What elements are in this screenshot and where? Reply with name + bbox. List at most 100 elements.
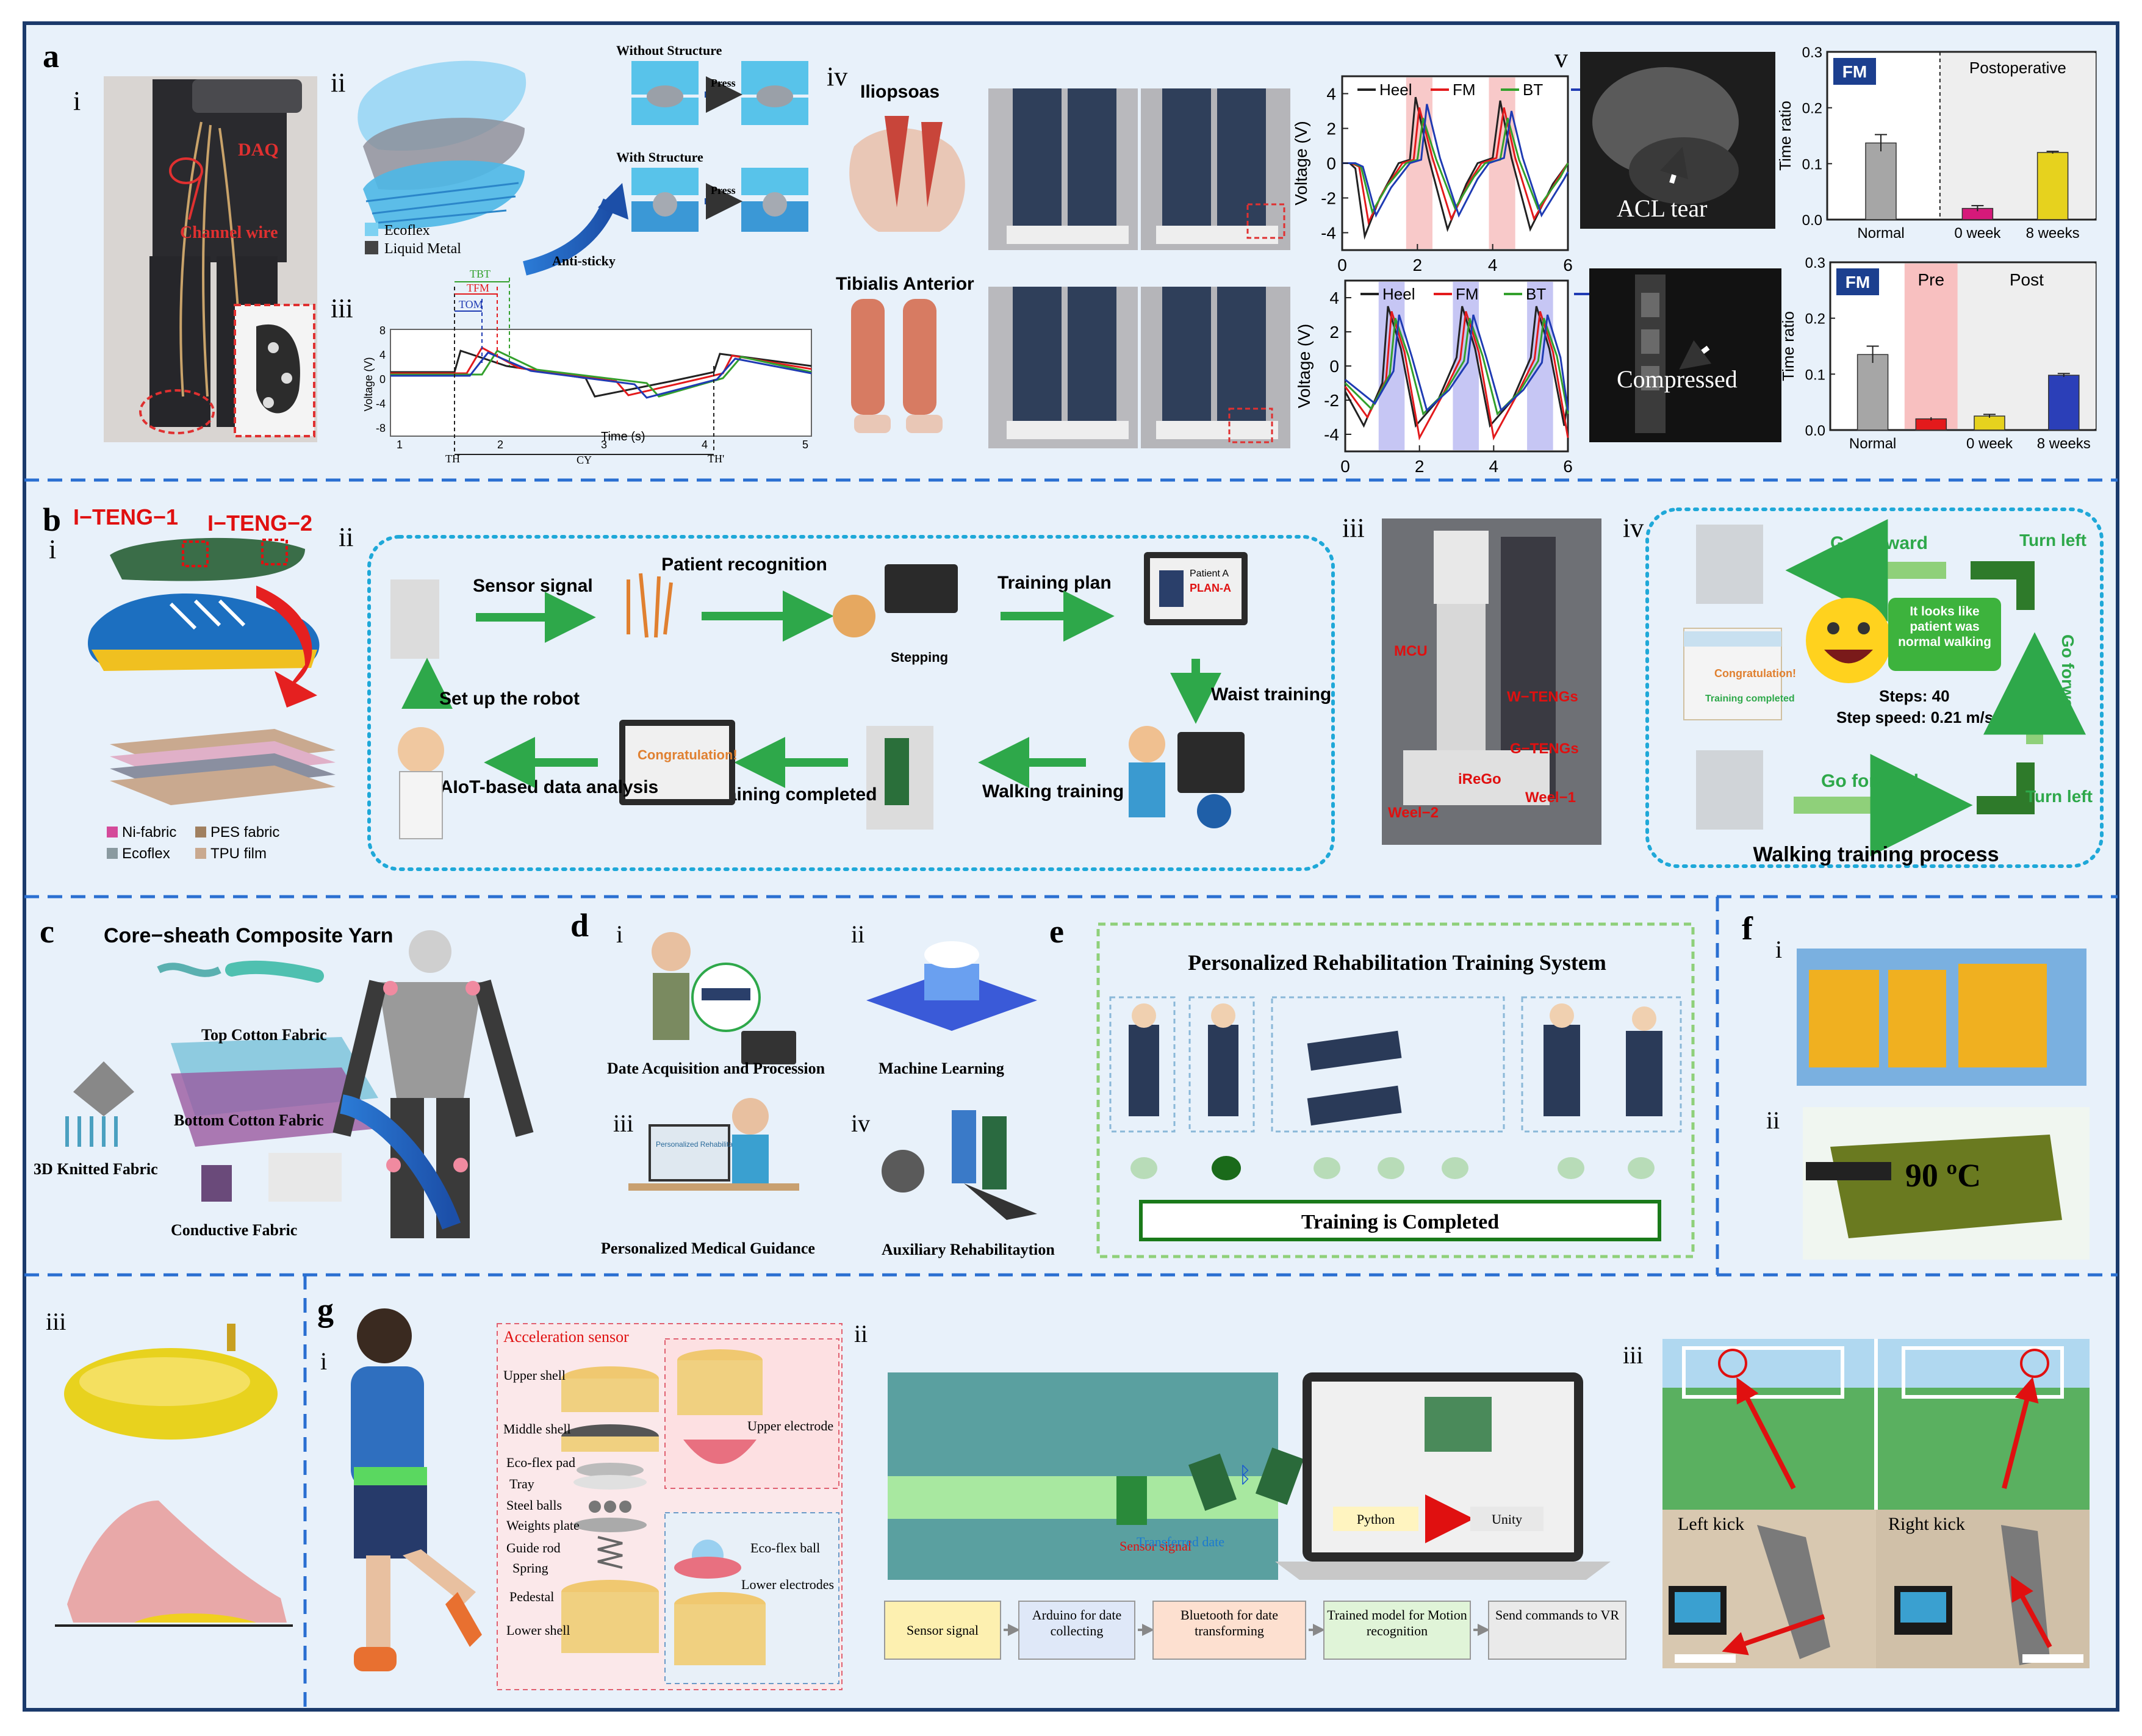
a-iii-xtick-3: 4 (702, 439, 708, 451)
aiv-top-legend-label-2: BT (1523, 81, 1543, 99)
aiv-top-plot-area (1341, 75, 1569, 251)
av-top-ytick-2: 0.2 (1802, 101, 1822, 117)
panel-e: e Personalized Rehabilitation Training S… (1049, 913, 1695, 1258)
flow-step-5: Send commands to VR (1495, 1607, 1620, 1623)
acl-tear-label: ACL tear (1617, 195, 1707, 222)
part-spring: Spring (512, 1560, 548, 1576)
compressed-label: Compressed (1617, 365, 1738, 393)
a-iv-walking-photos (988, 88, 1290, 448)
flow-step-3: Bluetooth for date transforming (1180, 1607, 1279, 1638)
training-plan-label: Training plan (997, 573, 1112, 593)
ecoflex-ball-label: Eco-flex ball (750, 1540, 820, 1555)
training-completed-b-iv: Training completed (1705, 694, 1795, 704)
av-top-badge-label: FM (1842, 62, 1867, 81)
conductive-label: Conductive Fabric (171, 1221, 297, 1239)
with-structure-blocks: Press (631, 168, 808, 232)
legend-tpu-film: TPU film (210, 845, 267, 862)
av-bottom-xtick-2: 8 weeks (2037, 436, 2091, 452)
aiv-top-xtick-1: 2 (1413, 256, 1423, 274)
part-lower-shell: Lower shell (506, 1623, 570, 1638)
av-bottom-section-post: Post (2010, 270, 2044, 289)
part-tray: Tray (509, 1476, 534, 1491)
press-label-1: Press (711, 77, 736, 89)
bottom-cotton-label: Bottom Cotton Fabric (174, 1111, 324, 1129)
panel-a-letter: a (43, 38, 59, 74)
b-iii-robot-photo: MCU W−TENGs G−TENGs iReGo Weel−1 Weel−2 (1382, 518, 1601, 845)
a-ii-insole-schematic: Ecoflex Liquid Metal Anti-sticky Without… (358, 43, 808, 276)
aiv-bottom-series-heel (1344, 306, 1569, 428)
av-top-ylabel: Time ratio (1776, 101, 1794, 171)
a-iii-xtick-4: 5 (802, 439, 808, 451)
panel-g-iii-label: iii (1623, 1341, 1643, 1369)
av-bottom-badge-bg (1836, 268, 1879, 295)
setup-robot-label: Set up the robot (439, 689, 580, 709)
panel-g-letter: g (317, 1291, 334, 1328)
flow-step-2: Arduino for date collecting (1032, 1607, 1122, 1638)
av-bottom-bar-1 (1974, 415, 2005, 431)
a-iii-schematic-plot: Voltage (V) 8 4 0 -4 -8 1 2 3 4 5 Time (… (362, 268, 812, 466)
walking-training-label: Walking training (982, 781, 1124, 802)
with-structure-label: With Structure (616, 149, 703, 165)
python-label: Python (1357, 1512, 1395, 1527)
aiv-bottom-legend-label-0: Heel (1382, 285, 1415, 303)
a-iii-xtick-0: 1 (397, 439, 403, 451)
b-iv-walking-process: Go forward Turn left It looks like patie… (1645, 508, 2104, 868)
e-status: Training is Completed (1301, 1211, 1499, 1233)
av-top-xtick-2: 8 weeks (2026, 225, 2080, 242)
g-tengs-label: G−TENGs (1510, 741, 1579, 757)
w-tengs-label: W−TENGs (1507, 689, 1578, 705)
aiv-top-series-bt (1342, 117, 1569, 215)
iliopsoas-label: Iliopsoas (860, 82, 940, 102)
av-top-badge-bg (1833, 58, 1876, 85)
av-bottom-ytick-2: 0.2 (1805, 311, 1825, 328)
aiv-bottom-legend-label-2: BT (1526, 285, 1546, 303)
aiv-bottom-ytick-1: 2 (1329, 323, 1339, 342)
panel-b-letter: b (43, 501, 61, 538)
a-i-photo: DAQ Channel wire (104, 76, 317, 442)
panel-f-letter: f (1742, 910, 1753, 947)
flow-step-4: Trained model for Motion recognition (1327, 1607, 1467, 1638)
legend-pes-fabric: PES fabric (210, 824, 279, 841)
a-iii-ytick-3: -4 (376, 398, 386, 410)
av-top-section-label: Postoperative (1969, 59, 2066, 77)
av-top-ytick-3: 0.3 (1802, 45, 1822, 61)
d-ii-num: ii (851, 920, 864, 948)
b-i-shoe-schematic: I−TENG−1 I−TENG−2 Ni-fabric PES fabric E… (73, 504, 336, 862)
a-iii-xtick-1: 2 (497, 439, 503, 451)
aiv-top-series-heel (1342, 96, 1569, 240)
bluetooth-icon: ᛒ (1238, 1462, 1252, 1487)
legend-ecoflex-b: Ecoflex (122, 845, 170, 862)
weel1-label: Weel−1 (1525, 789, 1576, 806)
daq-label: DAQ (238, 140, 279, 160)
walking-message: It looks like patient was normal walking (1898, 604, 1991, 650)
aiv-bottom-ylabel: Voltage (V) (1295, 324, 1314, 409)
av-bottom-xtick-1: 0 week (1966, 436, 2013, 452)
tfm-marker: TFM (467, 282, 489, 294)
aiv-top-ytick-3: -2 (1321, 189, 1336, 208)
legend-liquid-metal: Liquid Metal (384, 241, 461, 257)
tibialis-label: Tibialis Anterior (836, 274, 974, 294)
knitted-label: 3D Knitted Fabric (34, 1160, 158, 1178)
aiv-top-ytick-4: -4 (1321, 224, 1336, 243)
part-ecoflex-pad: Eco-flex pad (506, 1455, 575, 1470)
d-iii-num: iii (613, 1110, 633, 1137)
a-iii-xlabel: Time (s) (601, 430, 645, 443)
a-iii-ytick-4: -8 (376, 422, 386, 434)
aiv-top-xtick-2: 4 (1488, 256, 1498, 274)
aiv-bottom-xtick-0: 0 (1340, 457, 1350, 476)
b-ii-workflow: Sensor signal Patient recognition Steppi… (367, 535, 1335, 871)
panel-b-ii-label: ii (339, 522, 353, 552)
a-iv-anatomy: Iliopsoas Tibialis Anterior (836, 82, 974, 433)
a-iii-ytick-2: 0 (379, 373, 386, 386)
panel-g-ii-label: ii (854, 1320, 868, 1347)
aiv-bottom-series-bt (1344, 318, 1569, 416)
aiv-top-xtick-0: 0 (1337, 256, 1347, 274)
panel-b-iii-label: iii (1342, 513, 1365, 543)
go-forward-bottom: Go forward (1821, 771, 1919, 791)
walking-process-title: Walking training process (1753, 843, 1999, 866)
